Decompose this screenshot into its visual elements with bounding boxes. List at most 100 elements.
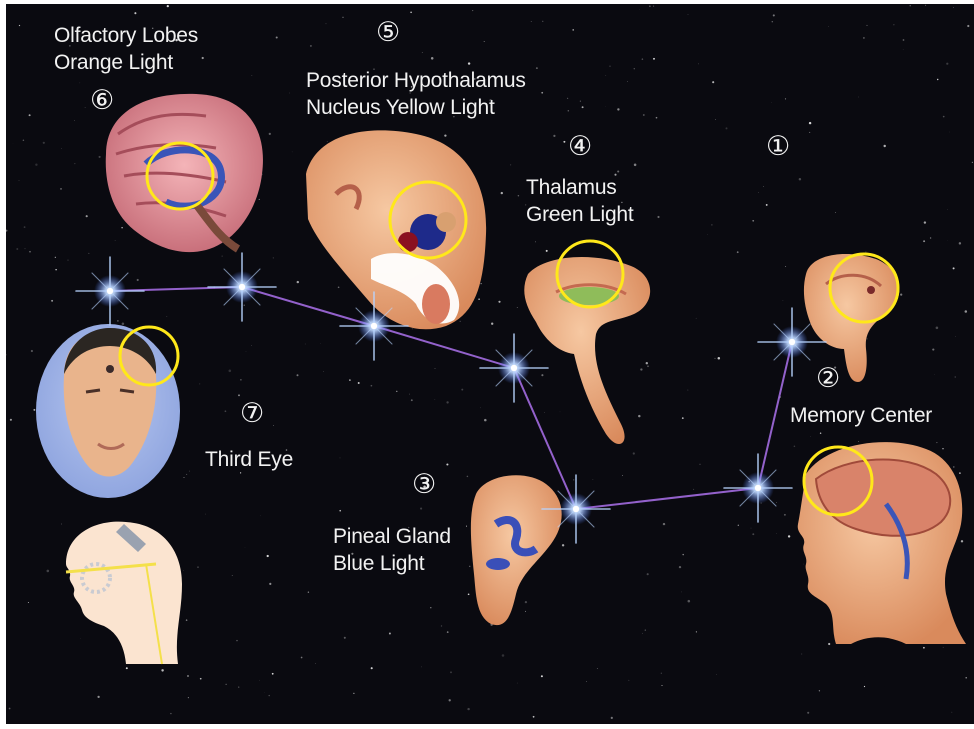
background-star — [75, 163, 76, 164]
background-star — [200, 678, 202, 680]
number-marker-7: ⑦ — [240, 399, 264, 429]
pineal-gland-illustration — [471, 475, 562, 625]
background-star — [238, 687, 239, 688]
background-star — [117, 320, 119, 322]
background-star — [951, 712, 952, 713]
background-star — [80, 638, 81, 639]
background-star — [936, 327, 939, 330]
background-star — [923, 240, 925, 242]
background-star — [431, 57, 434, 60]
background-star — [6, 354, 7, 355]
background-star — [784, 514, 786, 516]
background-star — [502, 654, 505, 657]
background-star — [959, 472, 961, 474]
background-star — [947, 209, 948, 210]
background-star — [273, 425, 274, 426]
background-star — [867, 25, 868, 26]
background-star — [430, 607, 431, 608]
background-star — [794, 446, 796, 448]
background-star — [867, 338, 868, 339]
background-star — [236, 640, 237, 641]
background-star — [389, 633, 391, 635]
connector-line — [374, 326, 514, 368]
background-star — [276, 36, 278, 38]
background-star — [273, 257, 274, 258]
background-star — [167, 5, 169, 7]
background-star — [835, 212, 836, 213]
background-star — [803, 564, 804, 565]
background-star — [682, 554, 683, 555]
background-star — [435, 368, 436, 369]
thalamus-line1: Thalamus — [526, 174, 634, 201]
background-star — [99, 156, 101, 158]
background-star — [19, 25, 20, 26]
background-star — [531, 21, 532, 22]
olfactory-brain-illustration — [106, 94, 263, 252]
third-eye-face-illustration — [36, 324, 180, 498]
background-star — [10, 419, 12, 421]
background-star — [923, 647, 925, 649]
background-star — [238, 394, 240, 396]
background-star — [776, 502, 777, 503]
background-star — [910, 5, 911, 6]
background-star — [819, 690, 820, 691]
background-star — [758, 192, 759, 193]
background-star — [943, 647, 944, 648]
background-star — [715, 358, 716, 359]
background-star — [498, 301, 500, 303]
background-star — [679, 566, 681, 568]
background-star — [937, 79, 938, 80]
pineal-line1: Pineal Gland — [333, 523, 451, 550]
posterior-hypothalamus-label: Posterior Hypothalamus Nucleus Yellow Li… — [306, 67, 526, 121]
background-star — [260, 516, 261, 517]
background-star — [305, 344, 306, 345]
background-star — [801, 654, 802, 655]
background-star — [642, 58, 644, 60]
background-star — [785, 98, 786, 99]
background-star — [310, 45, 312, 47]
pineal-gland-label: Pineal Gland Blue Light — [333, 523, 451, 577]
background-star — [972, 162, 973, 163]
background-star — [696, 318, 697, 319]
background-star — [450, 671, 452, 673]
background-star — [863, 37, 865, 39]
memory-center-label: Memory Center — [790, 402, 932, 429]
background-star — [420, 508, 422, 510]
background-star — [339, 510, 341, 512]
background-star — [965, 677, 967, 679]
hypothalamus-line1: Posterior Hypothalamus — [306, 67, 526, 94]
background-star — [681, 592, 682, 593]
background-star — [85, 107, 86, 108]
background-star — [688, 390, 689, 391]
background-star — [783, 300, 784, 301]
background-star — [501, 192, 503, 194]
hypothalamus-illustration — [306, 130, 486, 329]
background-star — [893, 24, 894, 25]
background-star — [738, 525, 739, 526]
background-star — [461, 389, 463, 391]
background-star — [544, 412, 545, 413]
background-star — [308, 591, 309, 592]
background-star — [820, 432, 821, 433]
background-star — [170, 713, 171, 714]
background-star — [466, 526, 467, 527]
background-star — [622, 475, 623, 476]
background-star — [6, 230, 7, 232]
background-star — [259, 680, 260, 681]
background-star — [89, 253, 90, 254]
background-star — [649, 5, 650, 6]
background-star — [460, 321, 461, 322]
background-star — [536, 67, 538, 69]
background-star — [883, 145, 885, 147]
background-star — [55, 269, 56, 270]
background-star — [412, 328, 413, 329]
background-star — [122, 323, 125, 326]
third-eye-label: Third Eye — [205, 446, 293, 473]
background-star — [31, 350, 33, 352]
background-star — [29, 251, 31, 253]
background-star — [772, 21, 773, 22]
background-star — [646, 362, 648, 364]
background-star — [188, 697, 189, 698]
background-star — [553, 135, 555, 137]
background-star — [563, 141, 565, 143]
